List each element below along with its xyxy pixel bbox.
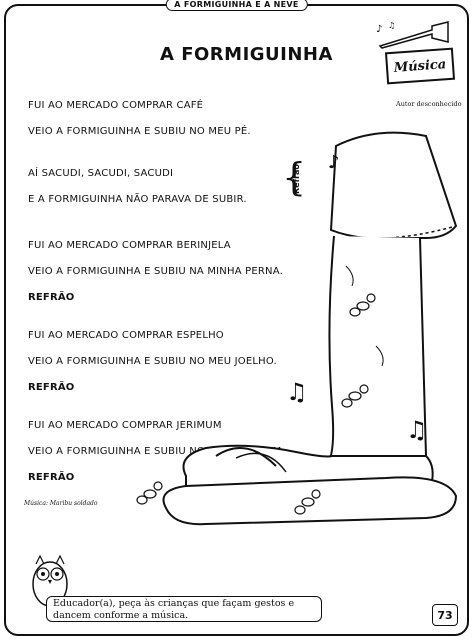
music-note-icon: ♪: [328, 152, 340, 173]
author-credit: Autor desconhecido: [396, 100, 462, 108]
lyric-line: E A FORMIGUINHA NÃO PARAVA DE SUBIR.: [28, 194, 247, 205]
svg-text:♪: ♪: [376, 24, 382, 35]
lyric-line: FUI AO MERCADO COMPRAR ESPELHO: [28, 330, 224, 341]
music-credit: Música: Maribu soldado: [24, 500, 98, 507]
leg-illustration: ♪ ♫ ♫: [136, 131, 458, 526]
refrain-brace: {: [282, 155, 307, 199]
teacher-note: Educador(a), peça às crianças que façam …: [46, 596, 322, 622]
header-tab: A FORMIGUINHA E A NEVE: [165, 0, 308, 11]
refrain-marker: REFRÃO: [28, 382, 75, 393]
lyric-line: VEIO A FORMIGUINHA E SUBIU NA MINHA PERN…: [28, 266, 283, 277]
refrain-marker: REFRÃO: [28, 472, 75, 483]
trumpet-icon: ♪ ♫: [376, 21, 449, 49]
lyric-line: AÍ SACUDI, SACUDI, SACUDI: [28, 168, 174, 179]
lyric-line: VEIO A FORMIGUINHA E SUBIU NO MEU BUMBUM…: [28, 446, 285, 457]
lyric-line: FUI AO MERCADO COMPRAR JERIMUM: [28, 420, 222, 431]
page-number: 73: [432, 604, 458, 626]
worksheet-page: A FORMIGUINHA E A NEVE ♪ ♫ A FORMIGUINHA…: [4, 0, 469, 636]
song-title: A FORMIGUINHA: [160, 44, 333, 65]
music-note-icon: ♫: [406, 416, 428, 444]
music-badge: Música: [384, 47, 456, 85]
svg-text:♫: ♫: [388, 21, 395, 30]
owl-icon: [32, 554, 68, 607]
music-note-icon: ♫: [286, 378, 308, 406]
lyric-line: VEIO A FORMIGUINHA E SUBIU NO MEU PÉ.: [28, 126, 251, 137]
lyric-line: VEIO A FORMIGUINHA E SUBIU NO MEU JOELHO…: [28, 356, 277, 367]
lyric-line: FUI AO MERCADO COMPRAR CAFÉ: [28, 100, 204, 111]
refrain-marker: REFRÃO: [28, 292, 75, 303]
lyric-line: FUI AO MERCADO COMPRAR BERINJELA: [28, 240, 231, 251]
